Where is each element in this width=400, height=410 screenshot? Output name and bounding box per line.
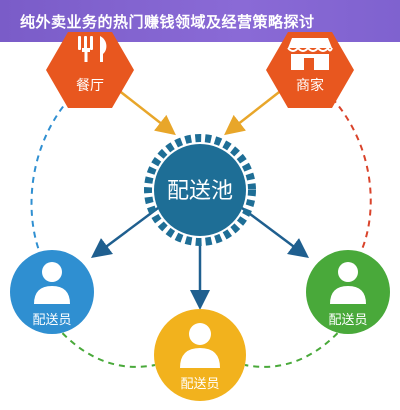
storefront-icon xyxy=(287,38,333,70)
node-merchant-label: 商家 xyxy=(296,77,324,94)
person-icon xyxy=(34,262,70,304)
arrow-pool-to-courier-right xyxy=(241,206,310,258)
node-restaurant-label: 餐厅 xyxy=(76,78,104,94)
node-courier-bottom: 配送员 xyxy=(154,309,246,401)
node-courier-left-label: 配送员 xyxy=(32,313,71,328)
node-courier-right: 配送员 xyxy=(306,250,390,334)
node-courier-right-label: 配送员 xyxy=(328,313,367,328)
node-merchant: 商家 xyxy=(266,32,354,108)
fork-knife-icon xyxy=(78,36,107,62)
node-courier-bottom-label: 配送员 xyxy=(180,377,219,392)
dashed-link-courier-left-bottom xyxy=(54,324,156,368)
person-icon xyxy=(180,323,220,368)
person-icon xyxy=(330,262,366,304)
node-restaurant: 餐厅 xyxy=(46,32,134,108)
dashed-link-restaurant-courier-left xyxy=(30,97,71,259)
node-pool: 配送池 xyxy=(144,134,256,246)
dashed-link-merchant-courier-right xyxy=(331,97,372,259)
node-courier-left: 配送员 xyxy=(10,250,94,334)
page-title: 纯外卖业务的热门赚钱领域及经营策略探讨 xyxy=(20,12,315,31)
arrow-pool-to-courier-left xyxy=(90,206,159,258)
dashed-link-courier-right-bottom xyxy=(244,324,346,368)
node-pool-label: 配送池 xyxy=(167,179,233,204)
